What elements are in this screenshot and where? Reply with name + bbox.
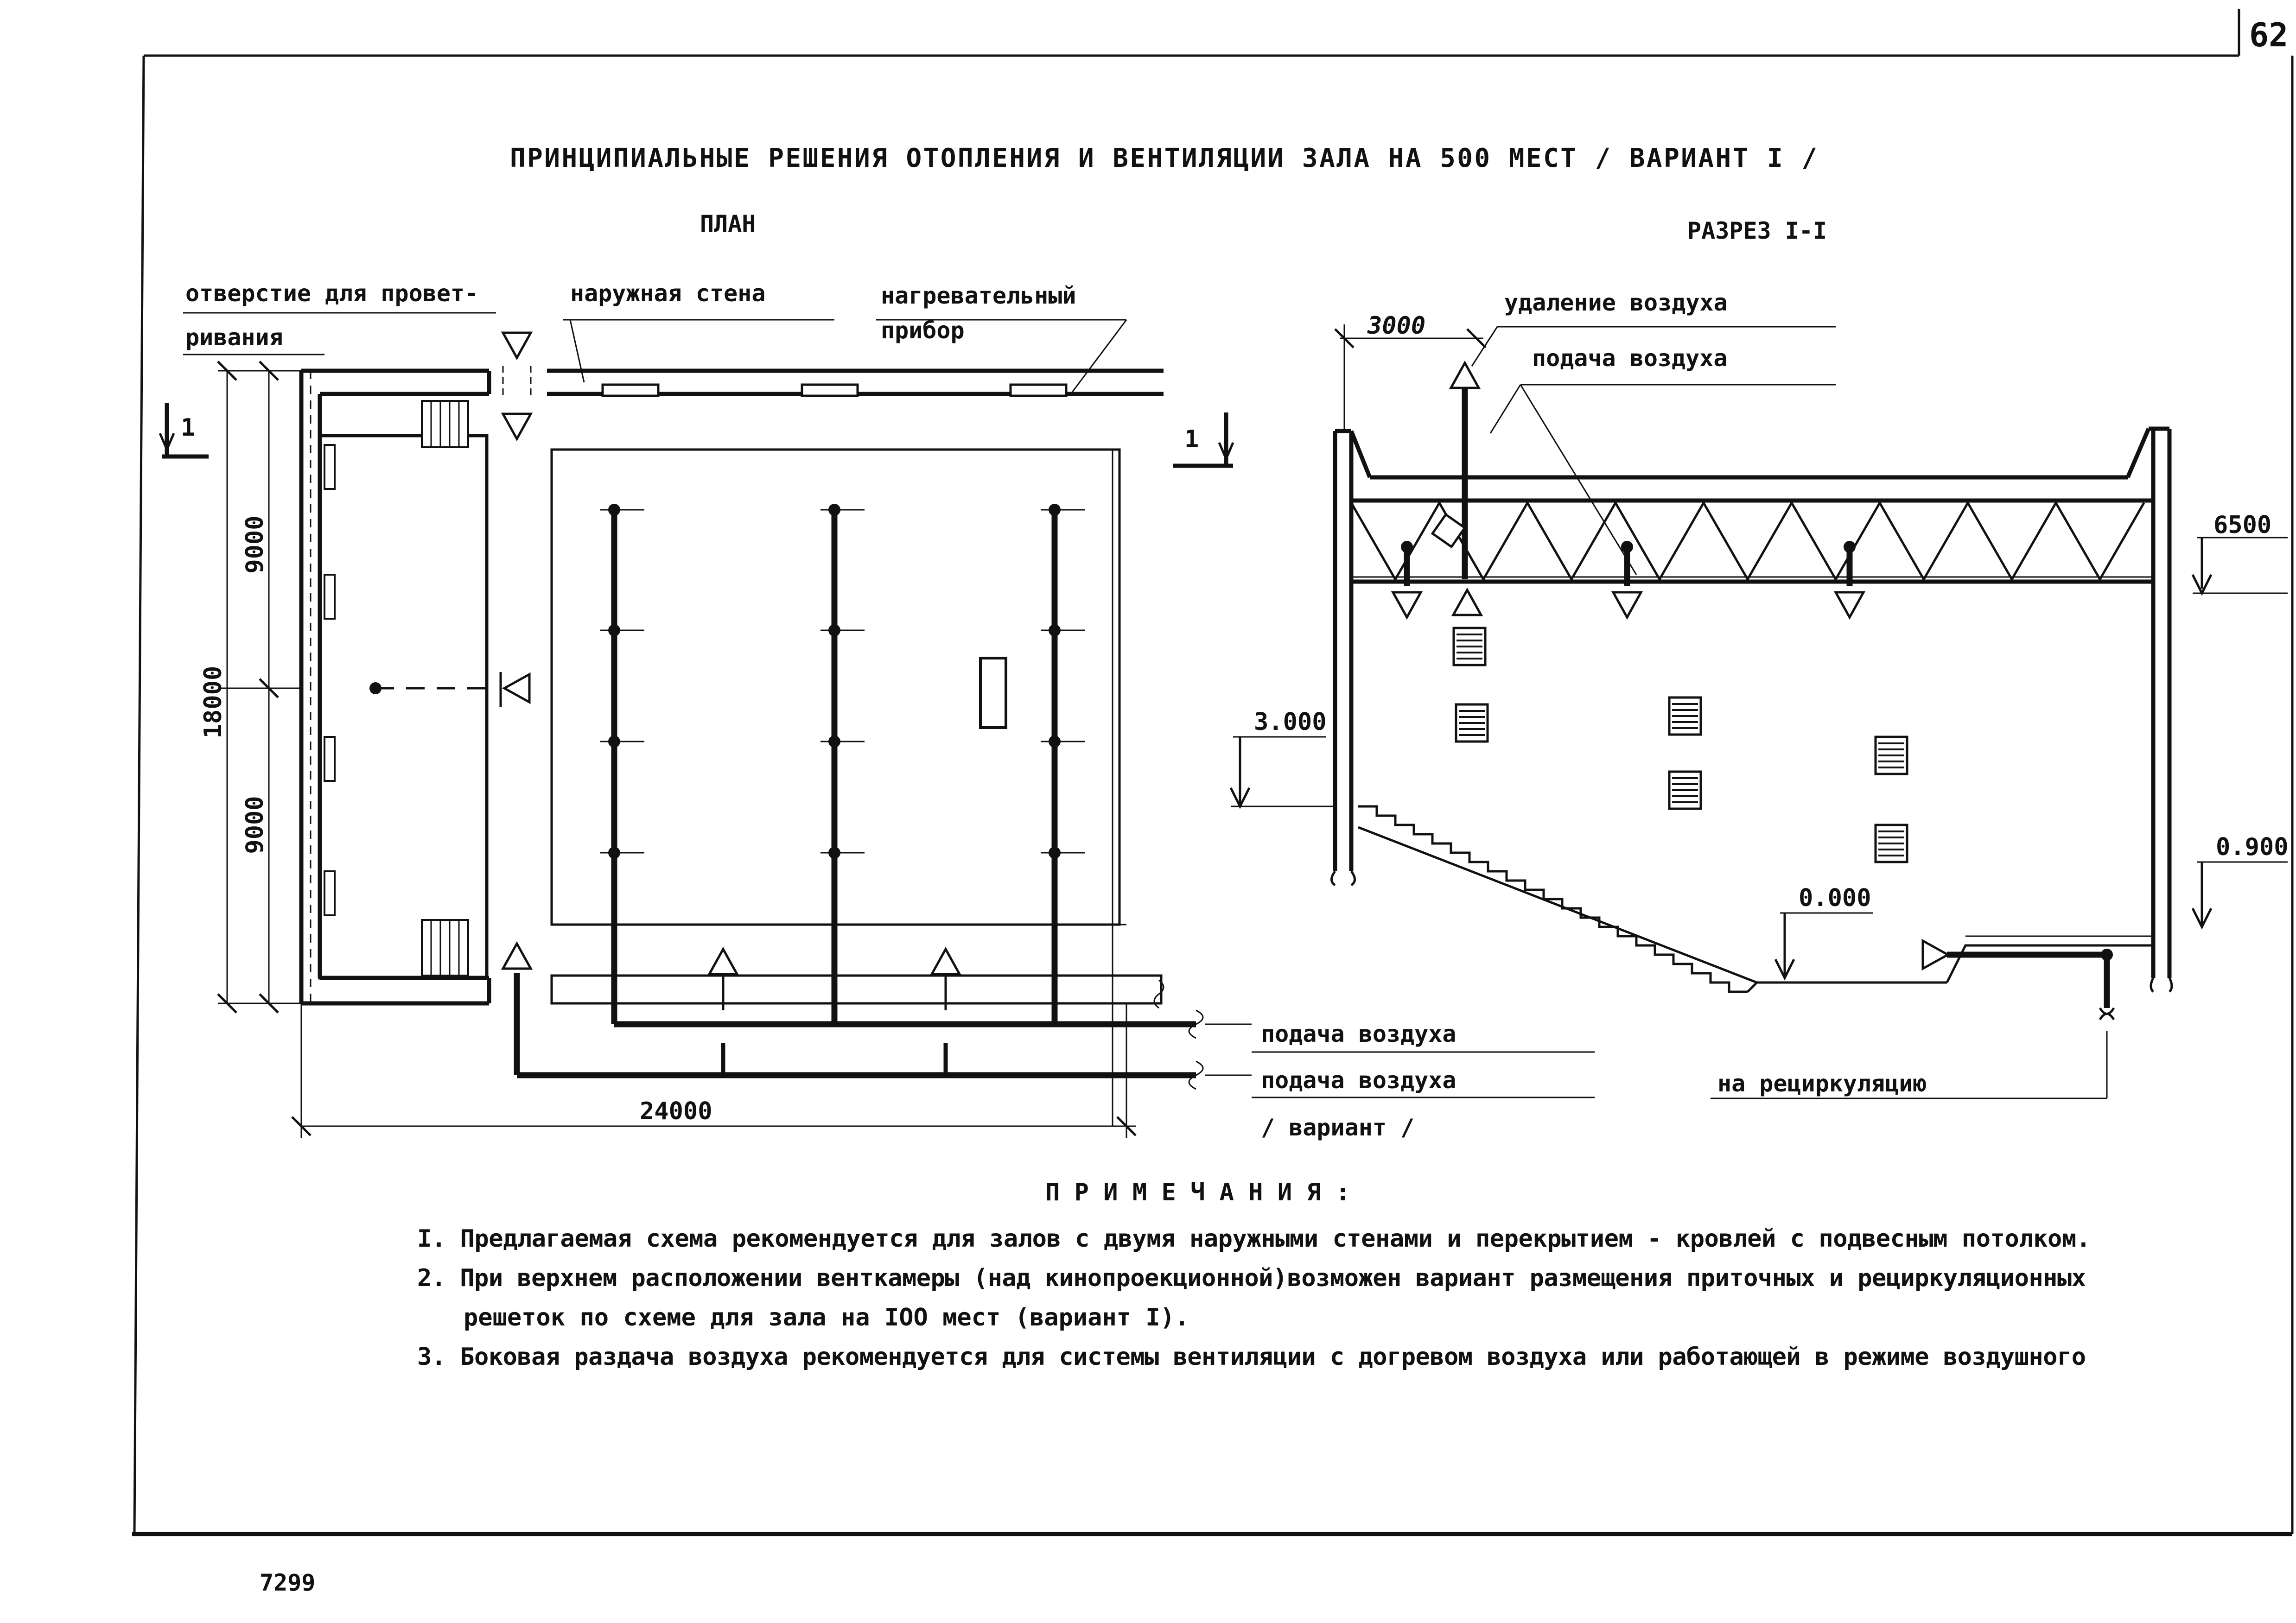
level-floor: 0.000 xyxy=(1799,884,1871,912)
note-3: 3. Боковая раздача воздуха рекомендуется… xyxy=(417,1343,2086,1371)
dim-total-width: 24000 xyxy=(640,1097,712,1125)
label-supply-air-1: подача воздуха xyxy=(1261,1021,1456,1047)
section-heading: РАЗРЕЗ I-I xyxy=(1687,217,1827,244)
sheet-frame xyxy=(132,9,2294,1536)
svg-text:1: 1 xyxy=(1184,425,1199,453)
note-2: 2. При верхнем расположении венткамеры (… xyxy=(417,1264,2086,1292)
label-vent-opening-1: отверстие для провет- xyxy=(185,280,478,307)
notes-heading: П Р И М Е Ч А Н И Я : xyxy=(1045,1179,1350,1206)
label-heater-1: нагревательный xyxy=(881,282,1076,309)
ceiling-diffusers xyxy=(1393,541,1864,617)
label-variant: / вариант / xyxy=(1261,1114,1414,1141)
note-2-cont: решеток по схеме для зала на IOO мест (в… xyxy=(464,1304,1189,1331)
label-section-supply-air: подача воздуха xyxy=(1532,345,1727,372)
label-vent-opening-2: ривания xyxy=(185,324,283,351)
label-supply-air-2: подача воздуха xyxy=(1261,1067,1456,1094)
level-ceiling: 6500 xyxy=(2213,511,2271,539)
section-mark-right: 1 xyxy=(1173,412,1234,468)
label-exhaust-air: удаление воздуха xyxy=(1504,289,1728,316)
plan-view: отверстие для провет- ривания наружная с… xyxy=(159,280,1595,1141)
dim-span: 3000 xyxy=(1367,312,1425,340)
footer-mark: 7299 xyxy=(260,1569,315,1596)
level-right: 0.900 xyxy=(2216,833,2289,861)
note-1: I. Предлагаемая схема рекомендуется для … xyxy=(417,1225,2091,1253)
label-heater-2: прибор xyxy=(881,317,965,344)
page-number: 62 xyxy=(2249,16,2288,54)
sheet-title: ПРИНЦИПИАЛЬНЫЕ РЕШЕНИЯ ОТОПЛЕНИЯ И ВЕНТИ… xyxy=(510,143,1817,173)
dim-total-height: 18000 xyxy=(199,666,227,739)
svg-text:1: 1 xyxy=(181,414,195,442)
dim-upper-half: 9000 xyxy=(241,515,269,573)
level-mid: 3.000 xyxy=(1254,708,1327,736)
notes-block: П Р И М Е Ч А Н И Я : I. Предлагаемая сх… xyxy=(417,1179,2091,1371)
plan-heading: ПЛАН xyxy=(700,210,756,237)
label-outer-wall: наружная стена xyxy=(570,280,765,307)
supply-diffusers xyxy=(600,504,1085,859)
section-view: удаление воздуха подача воздуха 3000 xyxy=(1229,289,2289,1099)
label-recirculation: на рециркуляцию xyxy=(1717,1070,1927,1097)
section-mark-left: 1 xyxy=(159,403,209,459)
dim-lower-half: 9000 xyxy=(241,796,269,854)
